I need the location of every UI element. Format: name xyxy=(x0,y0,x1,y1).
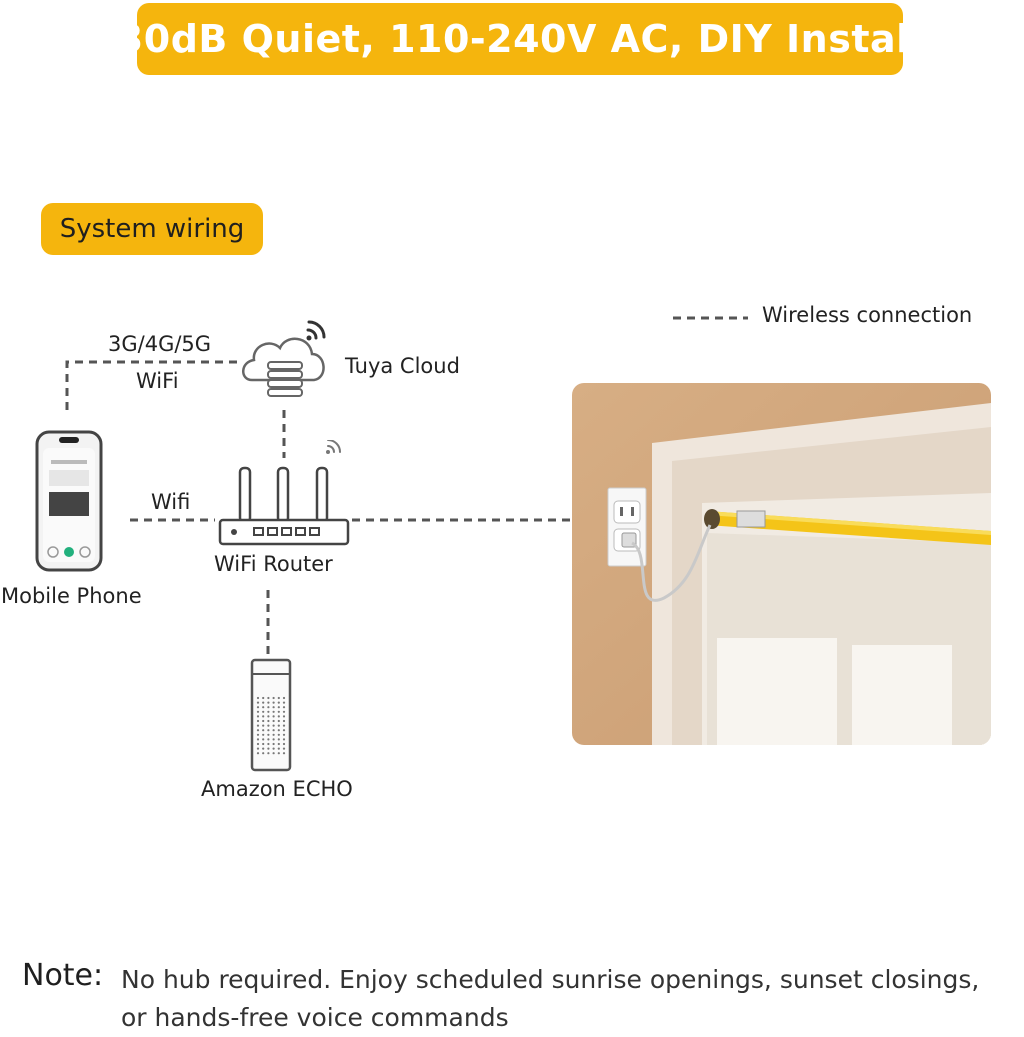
window-blind-illustration xyxy=(572,383,991,745)
window-blind-photo xyxy=(572,383,991,745)
cloud-label: Tuya Cloud xyxy=(345,354,460,378)
echo-label: Amazon ECHO xyxy=(201,777,353,801)
cloud-icon xyxy=(242,320,326,397)
wifi-router-icon xyxy=(218,440,350,546)
note-line-1: No hub required. Enjoy scheduled sunrise… xyxy=(121,965,980,994)
cloud-link-label-1: 3G/4G/5G xyxy=(108,332,212,356)
banner-text: 30dB Quiet, 110-240V AC, DIY Install xyxy=(116,17,924,61)
note-line-2: or hands-free voice commands xyxy=(121,1003,509,1032)
note-text: No hub required. Enjoy scheduled sunrise… xyxy=(121,961,1021,1037)
note-heading: Note: xyxy=(22,958,104,993)
section-title: System wiring xyxy=(59,214,245,244)
router-label: WiFi Router xyxy=(214,552,333,576)
phone-router-link-label: Wifi xyxy=(151,490,191,514)
phone-cloud-wire xyxy=(65,360,238,410)
section-title-badge: System wiring xyxy=(41,203,263,255)
amazon-echo-icon xyxy=(250,658,292,772)
header-banner: 30dB Quiet, 110-240V AC, DIY Install xyxy=(117,3,923,75)
phone-label: Mobile Phone xyxy=(1,584,142,608)
mobile-phone-icon xyxy=(35,430,103,572)
legend-label: Wireless connection xyxy=(762,303,973,327)
cloud-link-label-2: WiFi xyxy=(136,369,179,393)
